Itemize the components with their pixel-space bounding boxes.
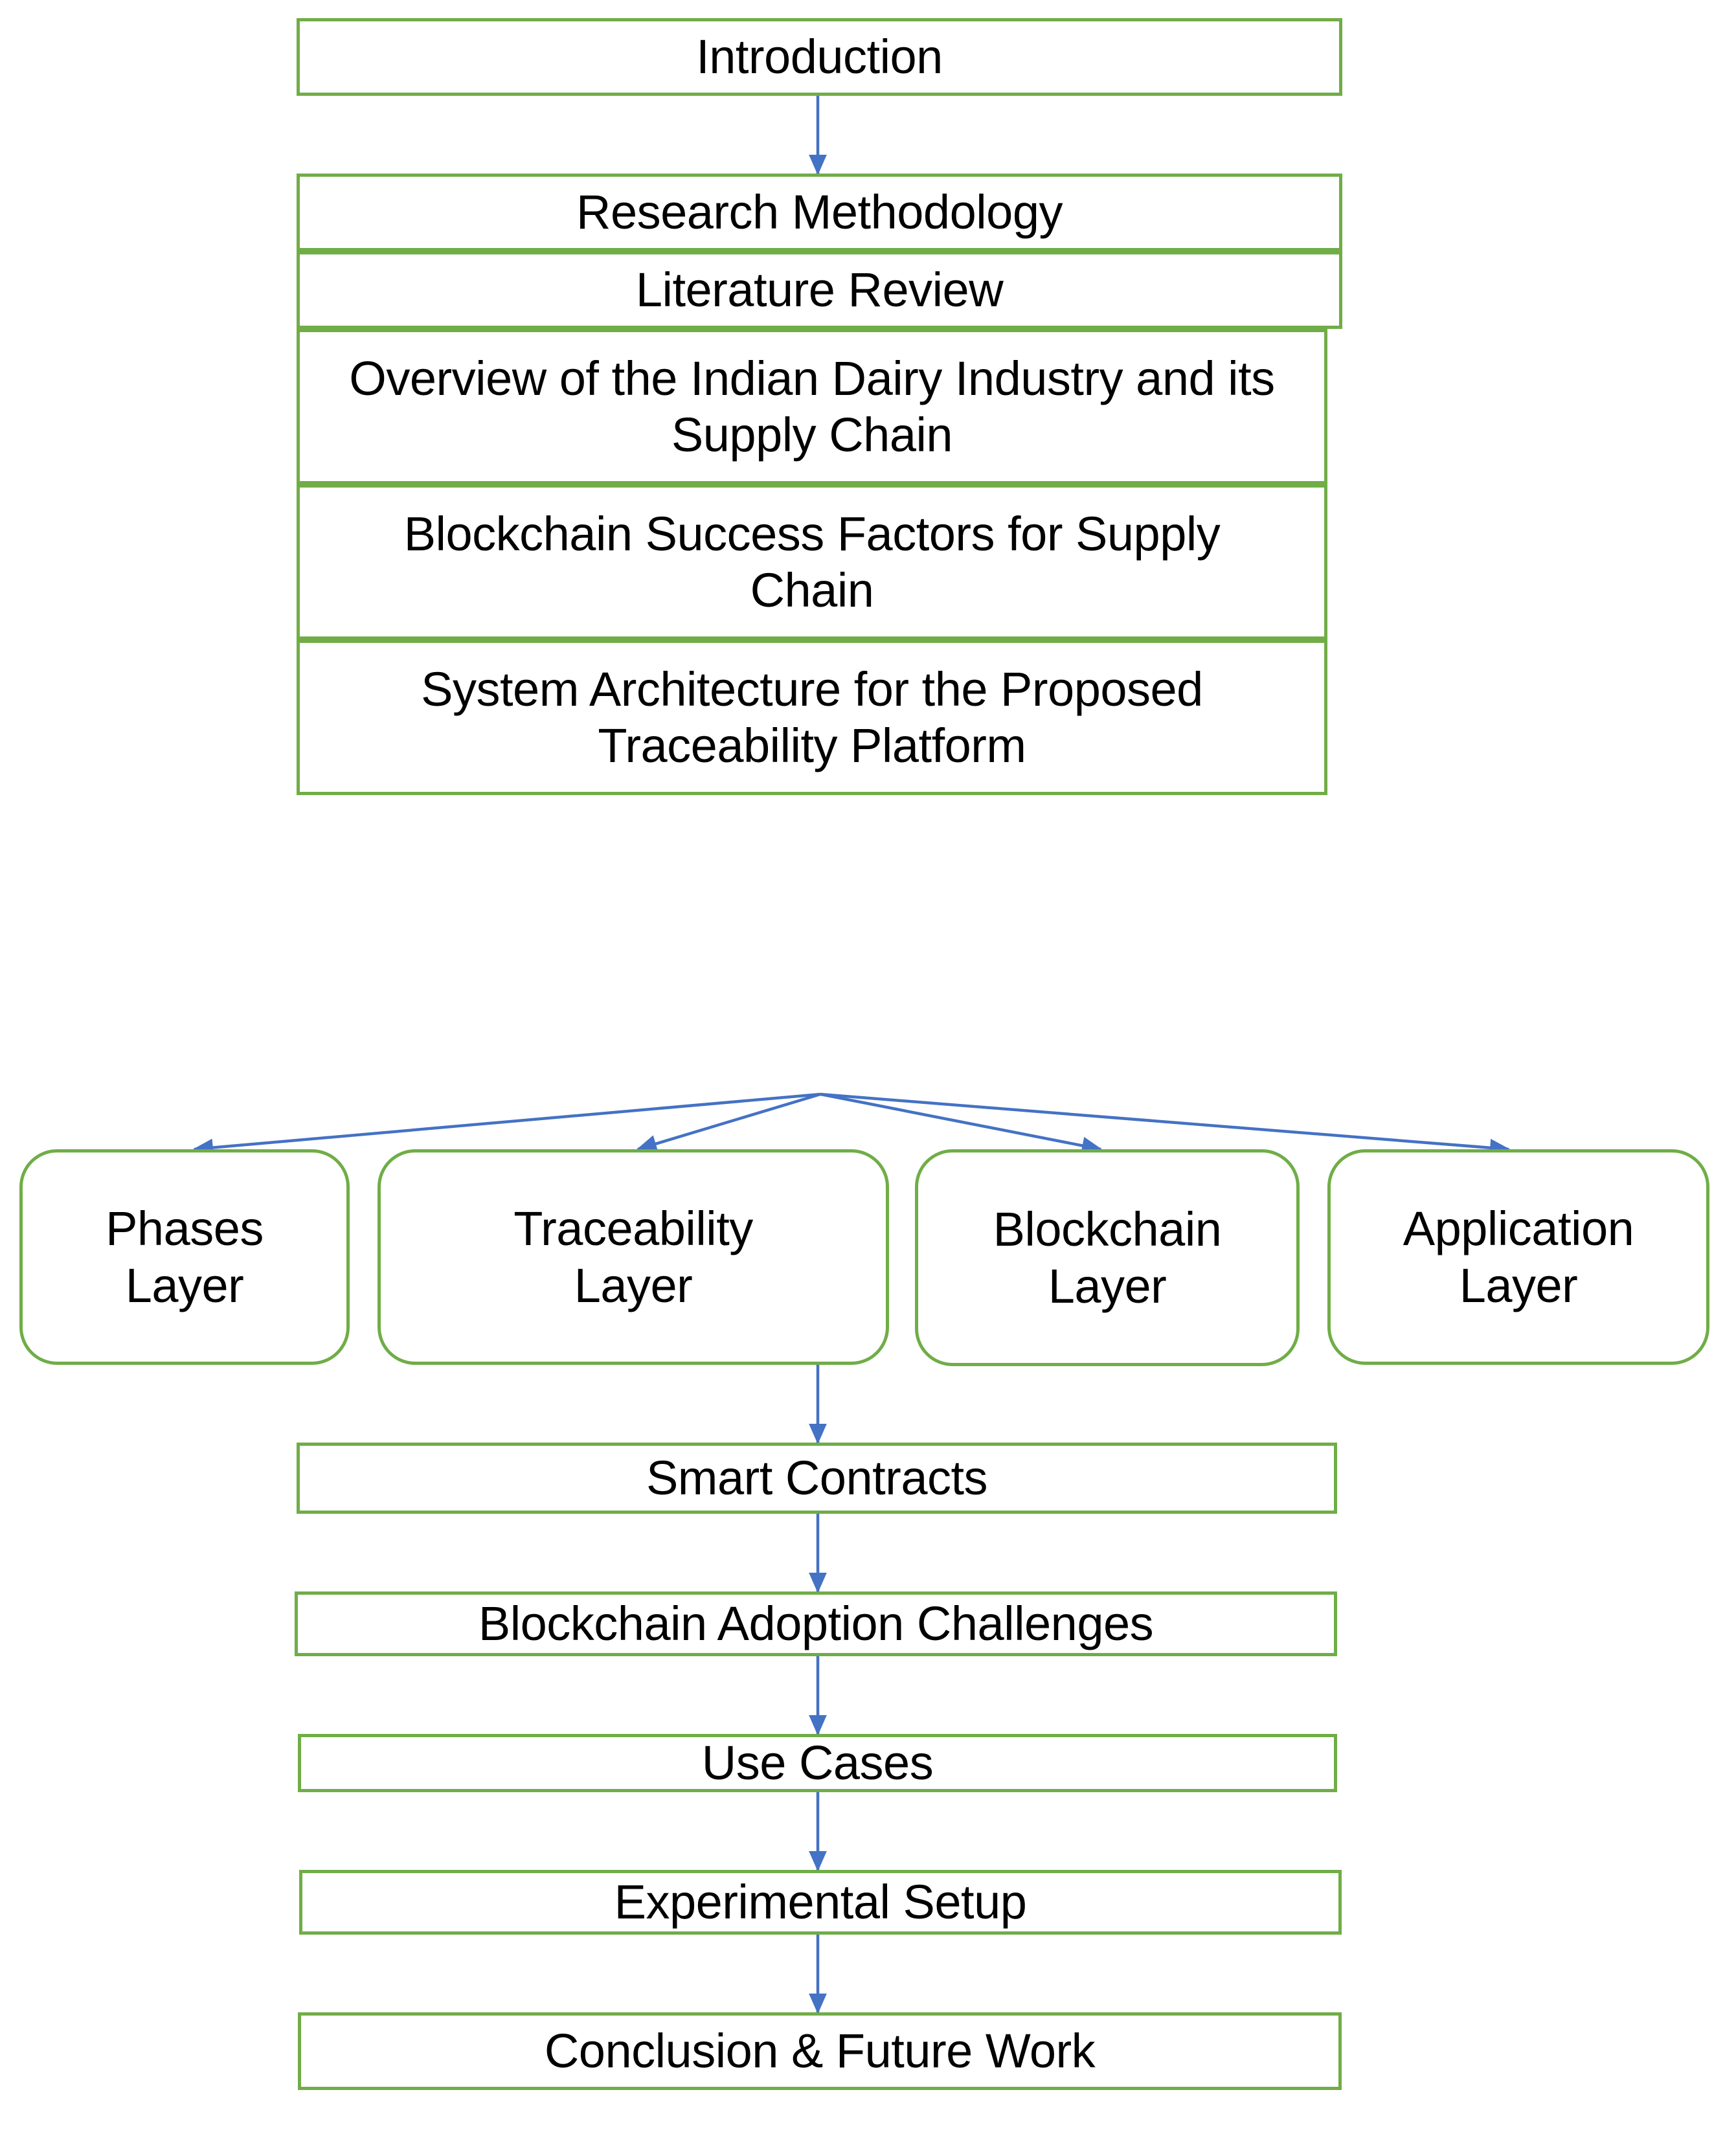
node-blockchain-layer[interactable]: Blockchain Layer: [915, 1149, 1300, 1366]
edge-system-architecture-to-traceability-layer: [636, 1092, 821, 1152]
node-label: Use Cases: [701, 1735, 934, 1790]
node-label: Blockchain Adoption Challenges: [478, 1596, 1154, 1650]
node-label: Smart Contracts: [646, 1450, 988, 1505]
node-smart-contracts[interactable]: Smart Contracts: [297, 1443, 1337, 1514]
node-introduction[interactable]: Introduction: [297, 18, 1342, 96]
node-label: Phases Layer: [106, 1202, 264, 1312]
node-traceability-layer[interactable]: Traceability Layer: [378, 1149, 889, 1365]
node-label: Literature Review: [635, 262, 1004, 317]
node-adoption-challenges[interactable]: Blockchain Adoption Challenges: [295, 1591, 1337, 1656]
node-literature-review[interactable]: Literature Review: [297, 251, 1342, 329]
node-conclusion[interactable]: Conclusion & Future Work: [298, 2012, 1342, 2090]
node-label: Experimental Setup: [614, 1874, 1027, 1929]
node-label: Blockchain Success Factors for Supply Ch…: [403, 506, 1221, 617]
edge-system-architecture-to-phases-layer: [192, 1092, 821, 1157]
edge-system-architecture-to-application-layer: [820, 1092, 1511, 1157]
node-research-methodology[interactable]: Research Methodology: [297, 174, 1342, 251]
node-phases-layer[interactable]: Phases Layer: [19, 1149, 350, 1365]
node-system-architecture[interactable]: System Architecture for the Proposed Tra…: [297, 640, 1327, 795]
node-dairy-overview[interactable]: Overview of the Indian Dairy Industry an…: [297, 329, 1327, 484]
node-label: Conclusion & Future Work: [544, 2023, 1096, 2078]
node-experimental-setup[interactable]: Experimental Setup: [299, 1870, 1342, 1935]
edge-system-architecture-to-blockchain-layer: [820, 1092, 1103, 1155]
node-label: Blockchain Layer: [993, 1202, 1222, 1313]
node-label: System Architecture for the Proposed Tra…: [421, 662, 1203, 772]
node-use-cases[interactable]: Use Cases: [298, 1734, 1337, 1792]
node-label: Research Methodology: [576, 185, 1063, 239]
node-label: Traceability Layer: [513, 1202, 753, 1312]
node-label: Introduction: [696, 29, 943, 84]
node-success-factors[interactable]: Blockchain Success Factors for Supply Ch…: [297, 484, 1327, 640]
node-label: Application Layer: [1403, 1202, 1634, 1312]
node-application-layer[interactable]: Application Layer: [1327, 1149, 1709, 1365]
node-label: Overview of the Indian Dairy Industry an…: [349, 351, 1275, 462]
